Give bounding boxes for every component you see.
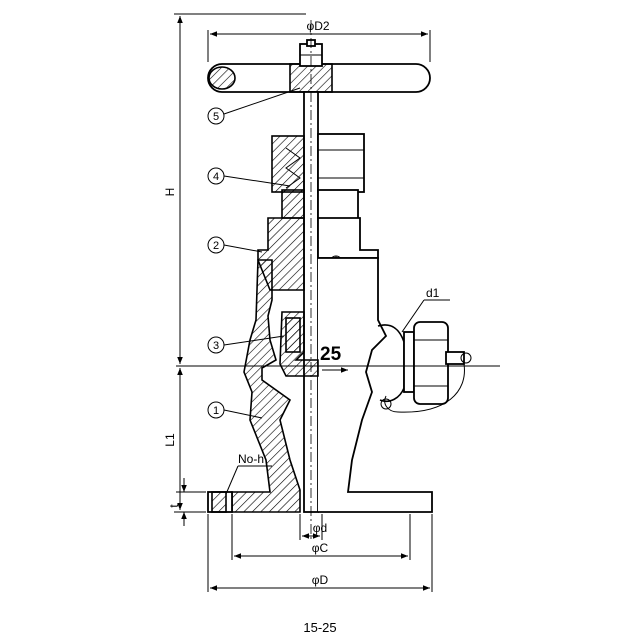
- dim-bore-diameter: φd: [299, 514, 327, 540]
- svg-text:5: 5: [213, 111, 219, 123]
- dim-label-height: H: [163, 188, 177, 197]
- dim-handwheel-diameter: φD2: [207, 19, 431, 62]
- part-callout-3: 3: [207, 335, 285, 354]
- part-callout-4: 4: [207, 167, 291, 187]
- dim-lower-length: L1: [163, 368, 206, 513]
- dim-flange-thickness: t: [167, 478, 206, 526]
- dim-label-bolt-circle: φC: [312, 541, 329, 555]
- dim-label-flange-diameter: φD: [312, 573, 329, 587]
- svg-text:2: 2: [213, 240, 219, 252]
- dim-label-bolt-holes: No-h: [238, 452, 264, 466]
- svg-text:1: 1: [213, 405, 219, 417]
- gland-nut: [271, 133, 365, 221]
- dim-outlet-diameter: d1: [401, 286, 450, 333]
- dim-bolt-circle: φC: [231, 514, 411, 560]
- valve-disc: [279, 311, 348, 377]
- dim-label-lower-length: L1: [163, 433, 177, 447]
- drawing-caption: 15-25: [303, 620, 336, 635]
- nominal-size-mark: 25: [320, 344, 342, 365]
- part-callout-2: 2: [207, 236, 263, 254]
- dim-bolt-holes: No-h: [225, 452, 272, 495]
- part-callout-1: 1: [207, 401, 263, 419]
- dim-label-outlet-diameter: d1: [426, 286, 440, 300]
- part-callout-5: 5: [207, 87, 301, 125]
- svg-text:3: 3: [213, 340, 219, 352]
- handwheel: [207, 39, 431, 93]
- outlet-cap: [377, 321, 472, 413]
- svg-text:4: 4: [213, 171, 219, 183]
- dim-flange-diameter: φD: [207, 514, 433, 592]
- dim-label-handwheel-diameter: φD2: [306, 19, 329, 33]
- valve-stem: [303, 20, 319, 540]
- dim-label-flange-thickness: t: [167, 504, 181, 508]
- dim-height: H: [163, 13, 306, 364]
- valve-body: [207, 257, 433, 513]
- dim-label-bore-diameter: φd: [313, 521, 327, 535]
